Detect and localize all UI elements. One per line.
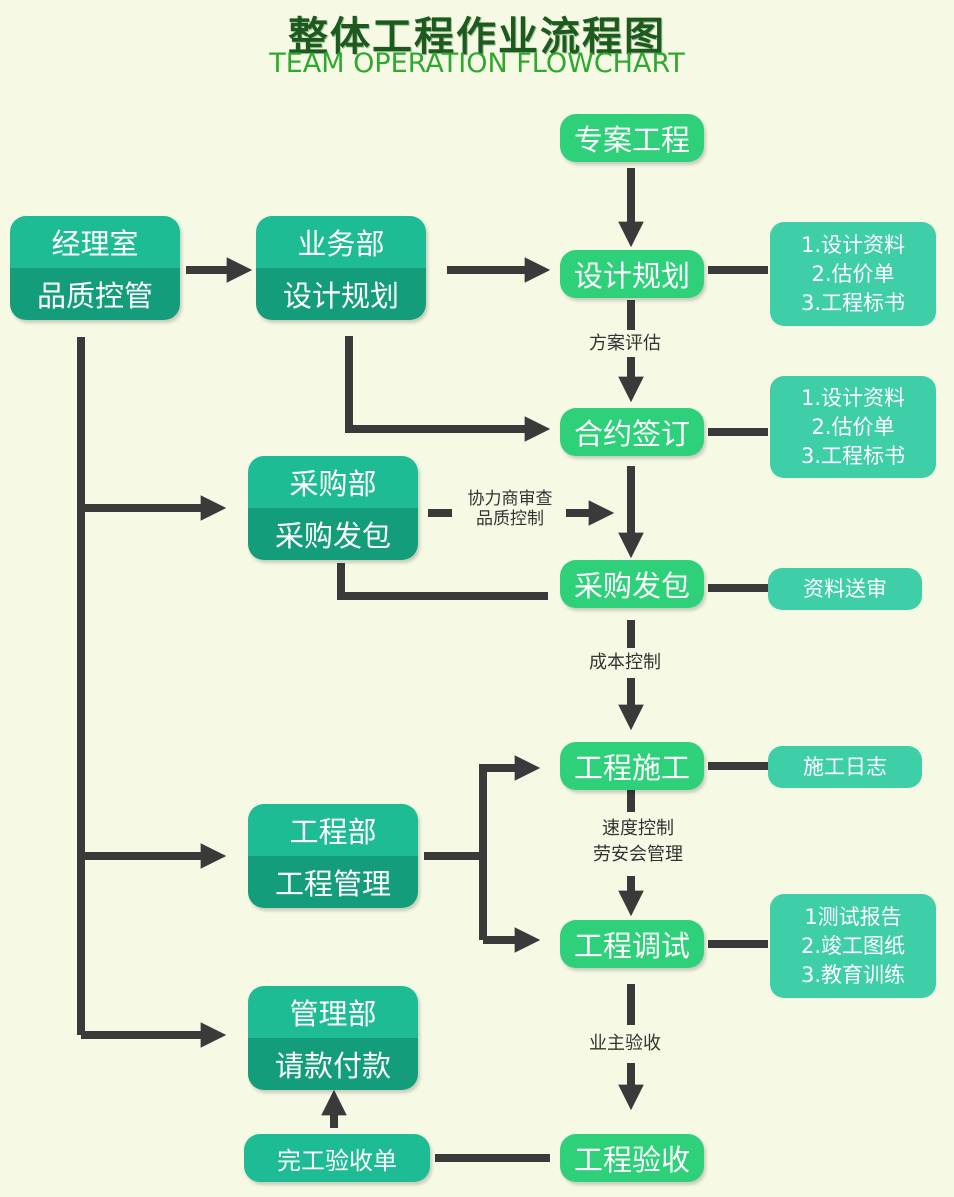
info-item: 1测试报告 [804,904,902,929]
page-title: 整体工程作业流程图 [288,14,666,60]
dept-management-name: 管理部 [248,986,418,1038]
info-item: 2.估价单 [811,261,895,286]
info-item: 资料送审 [803,576,887,601]
label-owner-acceptance: 业主验收 [585,1032,665,1056]
dept-manager[interactable]: 经理室 品质控管 [10,216,180,320]
step-construction[interactable]: 工程施工 [560,742,704,790]
info-item: 2.估价单 [811,414,895,439]
info-item: 3.工程标书 [800,443,906,468]
label-evaluate: 方案评估 [585,332,665,356]
info-procure-docs: 资料送审 [768,568,922,610]
label-supplier-review-line1: 协力商审查 [467,489,553,509]
label-cost-control: 成本控制 [585,651,665,675]
dept-engineering[interactable]: 工程部 工程管理 [248,804,418,908]
dept-purchase-role: 采购发包 [248,508,418,560]
info-item: 3.工程标书 [800,290,906,315]
info-item: 施工日志 [803,754,887,779]
info-item: 1.设计资料 [800,232,906,257]
info-item: 2.竣工图纸 [800,933,906,958]
label-supplier-review: 协力商审查 品质控制 [454,489,566,529]
dept-purchase[interactable]: 采购部 采购发包 [248,456,418,560]
info-item: 1.设计资料 [800,385,906,410]
dept-manager-role: 品质控管 [10,268,180,320]
dept-business-role: 设计规划 [256,268,426,320]
dept-engineering-name: 工程部 [248,804,418,856]
line-purchase-to-procure [337,563,548,600]
page-subtitle: TEAM OPERATION FLOWCHART [269,48,685,79]
info-design-docs: 1.设计资料 2.估价单 3.工程标书 [770,222,936,326]
info-debug-docs: 1测试报告 2.竣工图纸 3.教育训练 [770,894,936,998]
dept-manager-name: 经理室 [10,216,180,268]
completion-acceptance-form[interactable]: 完工验收单 [244,1134,430,1182]
dept-purchase-name: 采购部 [248,456,418,508]
step-design-planning[interactable]: 设计规划 [560,250,704,298]
info-construct-docs: 施工日志 [768,746,922,788]
arrow-business-to-contract [345,336,551,442]
label-speed-control: 速度控制 [602,818,674,839]
step-procurement[interactable]: 采购发包 [560,560,704,608]
dept-management-role: 请款付款 [248,1038,418,1090]
arrow-engineering-to-construct [479,755,541,940]
label-speed-safety: 速度控制 劳安会管理 [578,816,698,868]
dept-engineering-role: 工程管理 [248,856,418,908]
label-safety-management: 劳安会管理 [593,844,683,865]
dept-business[interactable]: 业务部 设计规划 [256,216,426,320]
label-quality-control: 品质控制 [476,509,544,529]
info-contract-docs: 1.设计资料 2.估价单 3.工程标书 [770,376,936,478]
step-special-project[interactable]: 专案工程 [560,114,704,162]
dept-business-name: 业务部 [256,216,426,268]
step-contract-signing[interactable]: 合约签订 [560,408,704,456]
dept-management[interactable]: 管理部 请款付款 [248,986,418,1090]
step-debugging[interactable]: 工程调试 [560,920,704,968]
step-acceptance[interactable]: 工程验收 [560,1134,704,1182]
info-item: 3.教育训练 [800,962,906,987]
